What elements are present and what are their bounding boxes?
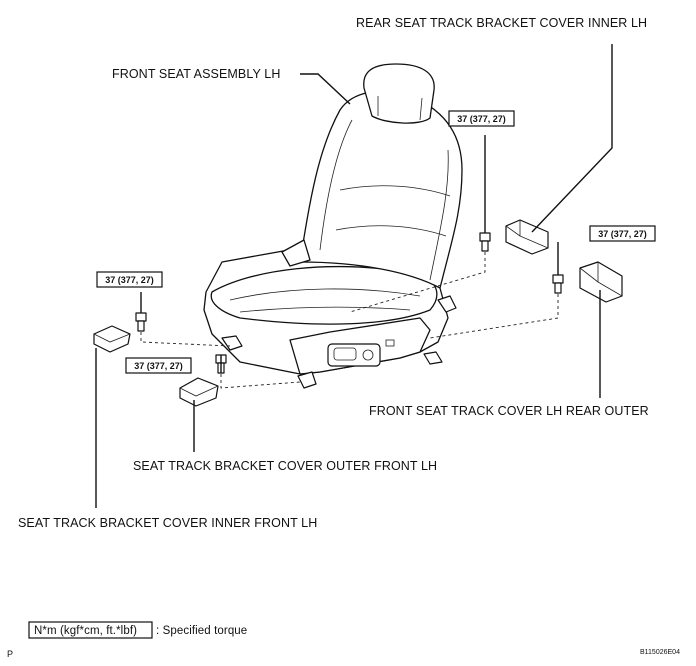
torque-box-rear-outer: 37 (377, 27)	[589, 225, 656, 242]
legend-description: : Specified torque	[156, 625, 247, 637]
torque-value: 37 (377, 27)	[134, 361, 183, 371]
alignment-lines	[140, 252, 559, 389]
corner-mark: P	[7, 649, 13, 659]
bolt-rear-inner	[479, 232, 491, 252]
torque-box-rear-inner: 37 (377, 27)	[448, 110, 515, 127]
figure-id: B115026E04	[640, 649, 680, 656]
torque-box-front-inner: 37 (377, 27)	[96, 271, 163, 288]
inner-front-cover-part	[93, 325, 131, 353]
label-rear-seat-track-bracket-cover-inner: REAR SEAT TRACK BRACKET COVER INNER LH	[356, 16, 647, 30]
rear-inner-cover-part	[505, 219, 549, 255]
label-seat-track-bracket-cover-inner-front: SEAT TRACK BRACKET COVER INNER FRONT LH	[18, 516, 317, 530]
front-seat-assembly	[203, 63, 463, 389]
rear-outer-cover-part	[579, 261, 623, 303]
label-front-seat-track-cover-rear-outer: FRONT SEAT TRACK COVER LH REAR OUTER	[369, 404, 649, 418]
leader-lines	[95, 44, 613, 508]
torque-value: 37 (377, 27)	[457, 114, 506, 124]
bolt-rear-outer	[552, 274, 564, 294]
torque-value: 37 (377, 27)	[105, 275, 154, 285]
torque-value: 37 (377, 27)	[598, 229, 647, 239]
torque-box-front-outer: 37 (377, 27)	[125, 357, 192, 374]
torque-legend: N*m (kgf*cm, ft.*lbf) : Specified torque	[28, 621, 247, 639]
outer-front-cover-part	[179, 377, 219, 407]
label-front-seat-assembly: FRONT SEAT ASSEMBLY LH	[112, 67, 280, 81]
bolt-front-inner	[135, 312, 147, 332]
legend-unit-box-text: N*m (kgf*cm, ft.*lbf)	[34, 625, 137, 637]
label-seat-track-bracket-cover-outer-front: SEAT TRACK BRACKET COVER OUTER FRONT LH	[133, 459, 437, 473]
